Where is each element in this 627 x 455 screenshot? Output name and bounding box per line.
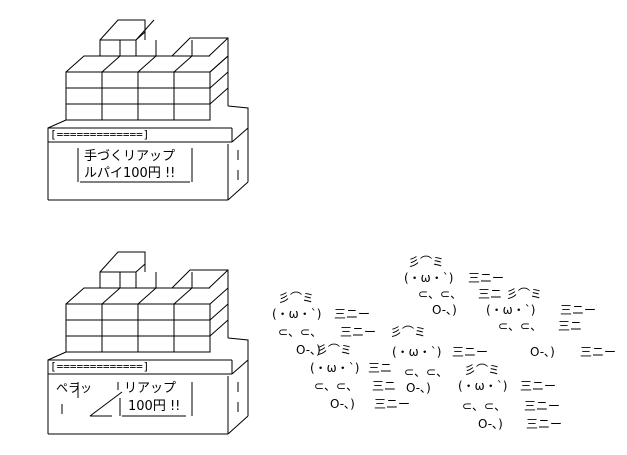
creature-2-speed2: 三ニ bbox=[558, 319, 583, 333]
stall-bottom-sign-line1: リアップ bbox=[124, 381, 177, 396]
creature-3-speed: 三ニー bbox=[334, 307, 371, 321]
creature-3-legs: O-､) bbox=[296, 343, 321, 357]
creature-6-arms: ⊂、⊂、 bbox=[462, 399, 507, 413]
creature-6-face: (・ω・`) bbox=[458, 379, 508, 393]
creature-4-face: (・ω・`) bbox=[392, 345, 442, 359]
creature-3-speed2: 三ニー bbox=[340, 325, 377, 339]
creature-6-speed3: 三ニー bbox=[526, 417, 563, 431]
creature-6-speed: 三ニー bbox=[520, 379, 557, 393]
creature-3-hair: 彡⌒ミ bbox=[278, 291, 315, 305]
creature-4-legs: O-､) bbox=[406, 381, 431, 395]
creature-5-legs: O-､) bbox=[330, 397, 355, 411]
creature-2-hair: 彡⌒ミ bbox=[506, 287, 543, 301]
creature-2-face: (・ω・`) bbox=[486, 303, 536, 317]
creature-4-speed: 三ニー bbox=[452, 345, 489, 359]
creature-5-speed: 三ニ bbox=[368, 361, 393, 375]
creature-2-speed: 三ニー bbox=[560, 303, 597, 317]
creature-5-face: (・ω・`) bbox=[310, 361, 360, 375]
creature-2-speed3: 三ニー bbox=[580, 345, 617, 359]
creature-4-hair: 彡⌒ミ bbox=[390, 325, 427, 339]
creature-3-face: (・ω・`) bbox=[272, 307, 322, 321]
creature-6-hair: 彡⌒ミ bbox=[464, 363, 501, 377]
creature-5-hair: 彡⌒ミ bbox=[316, 343, 353, 357]
stall-top-sign-line1: 手づくリアップ bbox=[84, 149, 176, 164]
stall-bottom-bar: [=============] bbox=[50, 360, 150, 373]
creature-2-arms: ⊂、⊂、 bbox=[498, 319, 543, 333]
creature-6-speed2: 三ニー bbox=[524, 399, 561, 413]
stall-top-counter bbox=[47, 105, 249, 201]
creature-2-legs: O-､) bbox=[530, 345, 555, 359]
stall-top-bar: [=============] bbox=[50, 128, 150, 141]
stall-top-sign-line2: ルパイ100円 !! bbox=[84, 166, 176, 181]
creature-1-legs: O-､) bbox=[432, 303, 457, 317]
creature-3-arms: ⊂、⊂、 bbox=[278, 325, 323, 339]
creature-1-face: (・ω・`) bbox=[404, 271, 454, 285]
creature-5-speed2: 三ニ bbox=[372, 379, 397, 393]
creature-1-speed2: 三ニ bbox=[478, 287, 503, 301]
creature-1-hair: 彡⌒ミ bbox=[408, 255, 445, 269]
creature-4-arms: ⊂、⊂、 bbox=[404, 365, 449, 379]
stall-bottom-counter bbox=[47, 337, 249, 435]
creature-5-speed3: 三ニー bbox=[374, 397, 411, 411]
stall-bottom-sign-peeled: ペラッ bbox=[56, 381, 93, 395]
creature-1-speed: 三ニー bbox=[468, 271, 505, 285]
stall-bottom-sign-line2: 100円 !! bbox=[128, 399, 181, 414]
creature-1-arms: ⊂、⊂、 bbox=[418, 287, 463, 301]
stall-top-stack bbox=[65, 19, 229, 121]
creature-5-arms: ⊂、⊂、 bbox=[314, 379, 359, 393]
creature-6-legs: O-､) bbox=[478, 417, 503, 431]
stall-bottom-stack bbox=[65, 251, 229, 353]
